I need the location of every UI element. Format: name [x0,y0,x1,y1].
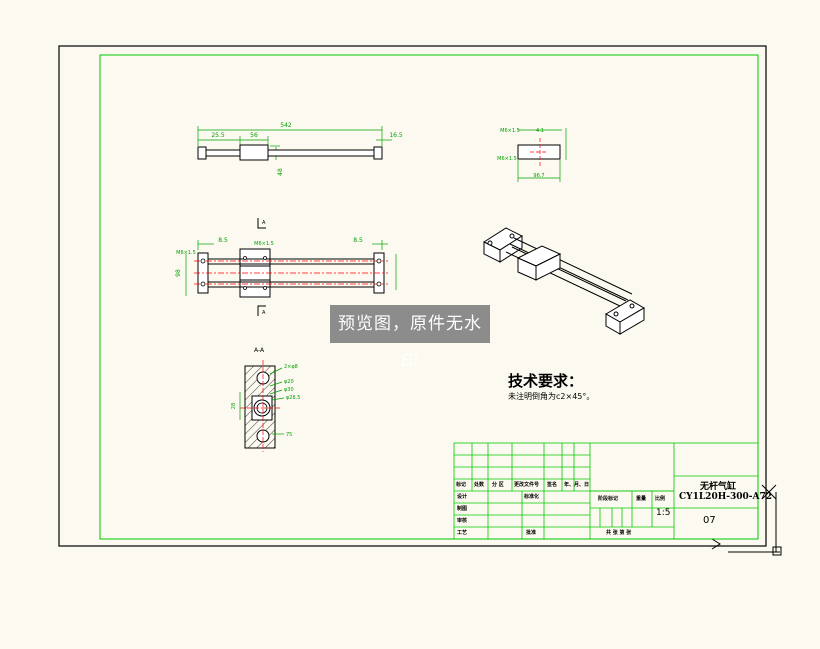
section-view: A-A 2×φ8 φ20 φ30 φ26.5 28 75 [231,347,300,452]
dim-front-thread-l: M6×1.5 [176,250,196,256]
sheets-label: 共 张 第 张 [606,530,632,536]
row-craft: 工艺 [457,530,468,536]
dim-detail-d: 96.7 [533,173,544,179]
dim-detail-c: M6×1.5 [497,156,517,162]
section-mark-left: A [262,220,266,226]
top-view: 542 25.5 56 16.5 48 [197,122,403,176]
scale-label: 比例 [655,496,666,502]
dim-sec-3: φ30 [284,387,294,393]
dim-front-right: 8.5 [353,237,363,244]
tech-requirements-title: 技术要求： [508,372,584,390]
stage-label: 阶段标记 [598,496,619,502]
header-mark: 标记 [456,482,467,488]
front-view: A A [175,218,397,316]
sheet-border [58,45,767,547]
dim-front-thread-m: M6×1.5 [254,241,274,247]
ucs-icon [711,484,782,556]
drawing-frame [99,54,759,540]
row-draw: 制图 [457,506,468,512]
header-change-doc: 更改文件号 [514,482,540,488]
dim-detail-a: M6×1.5 [500,128,520,134]
title-block-grid [453,442,759,540]
dim-sec-5: 28 [231,403,237,409]
dim-sec-4: φ26.5 [286,395,300,401]
dim-top-left: 25.5 [211,132,225,139]
header-count: 处数 [474,482,485,488]
row-approve: 批准 [526,530,537,536]
weight-label: 重量 [636,496,647,502]
sheet-number: 07 [703,515,716,526]
dim-front-height: 98 [175,269,182,277]
row-review: 审核 [457,518,468,524]
dim-top-mid: 56 [250,132,258,139]
dim-sec-6: 75 [286,432,292,438]
section-mark-right: A [262,310,266,316]
tech-requirements-note: 未注明倒角为c2×45°。 [508,392,595,401]
dim-front-left: 8.5 [218,237,228,244]
preview-watermark: 预览图，原件无水印 [330,305,490,372]
dim-sec-2: φ20 [284,379,294,385]
detail-view: M6×1.5 4.1 M6×1.5 96.7 [497,128,567,182]
part-code: CY1L20H-300-A72 [679,492,772,502]
row-design: 设计 [457,494,468,500]
dim-top-right: 16.5 [389,132,403,139]
part-name: 无杆气缸 [700,482,737,492]
dim-detail-b: 4.1 [536,128,544,134]
row-standardize: 标准化 [524,494,540,500]
header-sign: 签名 [547,482,558,488]
dim-top-height: 48 [277,168,284,176]
header-zone: 分 区 [492,482,504,488]
header-date: 年、月、日 [564,482,590,488]
section-label: A-A [254,347,265,354]
dim-top-total: 542 [280,122,292,129]
scale-value: 1:5 [656,508,671,518]
dim-sec-1: 2×φ8 [284,364,298,370]
isometric-view [482,227,645,335]
